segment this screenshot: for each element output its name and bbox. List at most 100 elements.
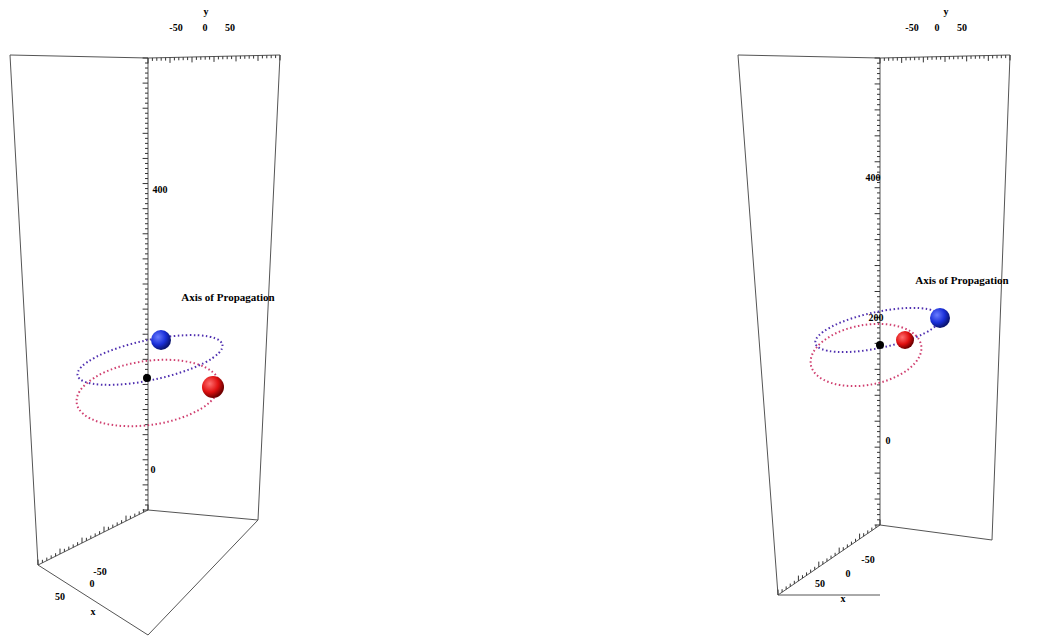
axis-tick <box>835 553 836 556</box>
axis-tick <box>877 441 880 442</box>
axis-tick <box>117 522 118 525</box>
axis-label: 0 <box>90 579 95 589</box>
axis-tick <box>875 109 880 110</box>
axis-tick <box>932 57 933 60</box>
axis-tick <box>145 193 148 194</box>
axis-tick <box>104 527 105 532</box>
axis-tick <box>143 183 148 184</box>
axis-tick <box>249 56 250 59</box>
axis-tick <box>877 115 880 116</box>
axis-tick <box>145 273 148 274</box>
axis-tick <box>877 301 880 302</box>
axis-tick <box>877 374 880 375</box>
axis-tick <box>877 358 880 359</box>
axis-title: Axis of Propagation <box>915 275 1008 286</box>
blue-orbit <box>812 299 945 361</box>
axis-tick <box>145 329 148 330</box>
axis-tick <box>134 514 135 517</box>
axis-tick <box>877 94 880 95</box>
axis-tick <box>145 414 148 415</box>
axis-tick <box>236 56 237 61</box>
center-dot <box>143 374 151 382</box>
box-edge <box>38 520 258 635</box>
axis-tick <box>143 384 148 385</box>
axis-tick <box>145 118 148 119</box>
axis-tick <box>914 57 915 60</box>
axis-tick <box>877 286 880 287</box>
axis-tick <box>227 56 228 59</box>
axis-tick <box>919 57 920 60</box>
axis-tick <box>877 224 880 225</box>
axis-tick <box>222 56 223 59</box>
axis-tick <box>174 57 175 60</box>
axis-label: -50 <box>861 555 874 565</box>
axis-tick <box>126 516 127 521</box>
axis-tick <box>875 213 880 214</box>
axis-tick <box>877 125 880 126</box>
axis-label: x <box>91 607 96 617</box>
axis-tick <box>936 57 937 60</box>
axis-tick <box>877 390 880 391</box>
blue-sphere <box>151 330 171 350</box>
axis-tick <box>877 68 880 69</box>
axis-tick <box>790 584 791 587</box>
axis-tick <box>901 58 902 63</box>
axis-tick <box>139 511 140 514</box>
axis-tick <box>95 533 96 536</box>
axis-tick <box>867 530 868 533</box>
box-edge <box>10 55 38 565</box>
axis-tick <box>962 56 963 59</box>
axis-tick <box>143 133 148 134</box>
axis-tick <box>145 429 148 430</box>
axis-tick <box>877 89 880 90</box>
axis-tick <box>877 63 880 64</box>
axis-tick <box>145 188 148 189</box>
axis-tick <box>910 57 911 60</box>
axis-tick <box>143 208 148 209</box>
axis-tick <box>143 309 148 310</box>
axis-tick <box>143 484 148 485</box>
axis-label: 400 <box>153 185 168 195</box>
axis-tick <box>262 55 263 58</box>
axis-tick <box>877 327 880 328</box>
axis-tick <box>871 528 872 531</box>
axis-tick <box>927 57 928 60</box>
axis-tick <box>143 58 148 59</box>
axis-tick <box>863 533 864 536</box>
axis-label: 0 <box>151 465 156 475</box>
axis-tick <box>143 108 148 109</box>
axis-tick <box>1010 55 1011 60</box>
axis-tick <box>884 58 885 61</box>
axis-tick <box>826 558 827 561</box>
axis-tick <box>877 275 880 276</box>
axis-tick <box>847 544 848 547</box>
axis-tick <box>145 68 148 69</box>
axis-tick <box>170 58 171 63</box>
axis-tick <box>145 268 148 269</box>
axis-tick <box>1005 55 1006 58</box>
axis-tick <box>966 56 967 61</box>
axis-tick <box>877 244 880 245</box>
axis-tick <box>843 547 844 550</box>
red-sphere <box>202 376 224 398</box>
axis-tick <box>275 55 276 58</box>
axis-label: -50 <box>93 567 106 577</box>
axis-label: 50 <box>957 23 967 33</box>
axis-tick <box>145 304 148 305</box>
blue-sphere <box>930 308 950 328</box>
axis-title: Axis of Propagation <box>181 292 274 303</box>
axis-tick <box>877 73 880 74</box>
axis-tick <box>877 192 880 193</box>
axis-tick <box>877 426 880 427</box>
axis-tick <box>877 462 880 463</box>
axis-tick <box>244 56 245 59</box>
box-edge <box>738 55 778 595</box>
axis-tick <box>877 120 880 121</box>
axis-label: 50 <box>55 592 65 602</box>
box-edge <box>992 55 1010 540</box>
axis-tick <box>183 57 184 60</box>
axis-tick <box>64 549 65 552</box>
axis-label: 0 <box>935 23 940 33</box>
axis-tick <box>178 57 179 60</box>
axis-tick <box>99 531 100 534</box>
